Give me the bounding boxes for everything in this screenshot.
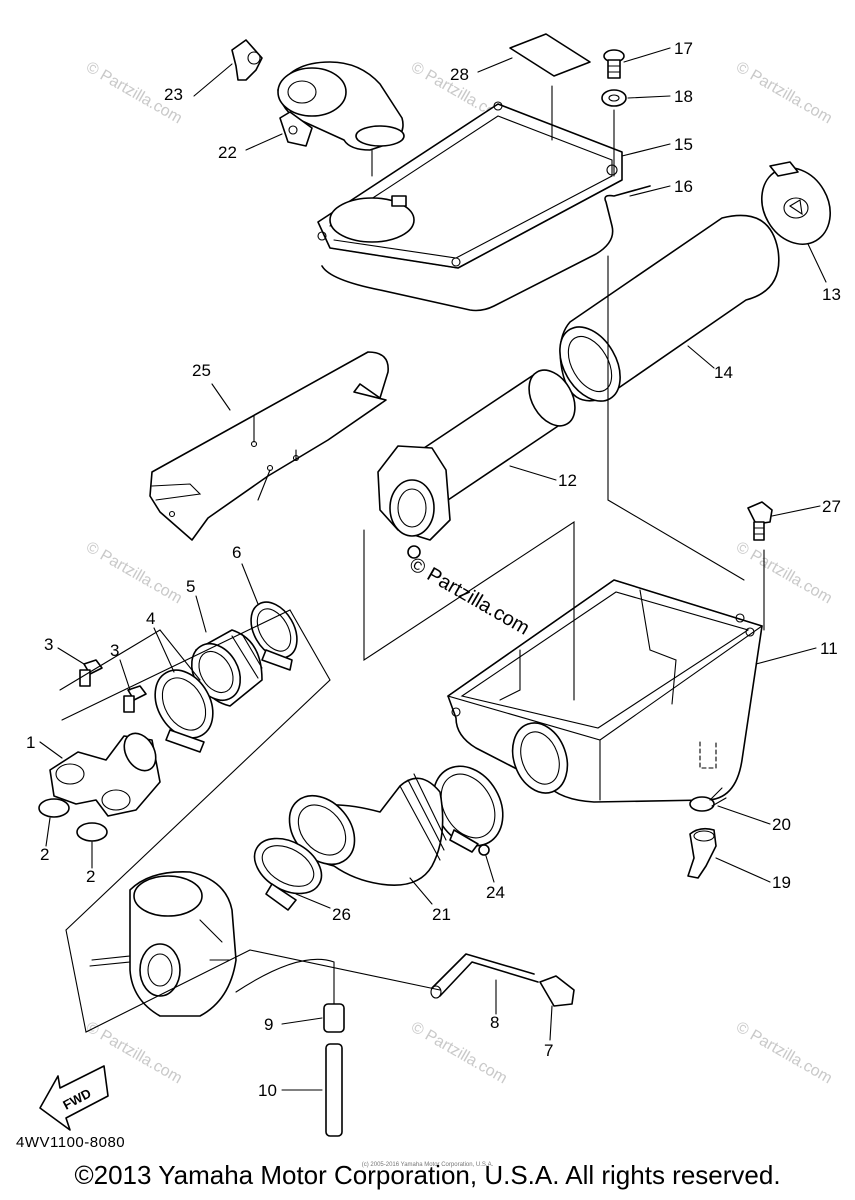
watermark: © Partzilla.com	[733, 1019, 835, 1088]
callout-19: 19	[772, 873, 791, 892]
vent-hose-8	[430, 953, 539, 999]
callout-5: 5	[186, 577, 195, 596]
callout-14: 14	[714, 363, 733, 382]
watermark: © Partzilla.com	[733, 59, 835, 128]
callout-numbers: 23 22 28 17 18 15 16 13 14 12 25 27 11 2…	[26, 39, 841, 1100]
callout-25: 25	[192, 361, 211, 380]
carburetor	[89, 871, 237, 1017]
callout-9: 9	[264, 1015, 273, 1034]
diagram-code: 4WV1100-8080	[16, 1134, 126, 1151]
center-watermark: © Partzilla.com	[406, 553, 534, 639]
air-box-cover-15	[317, 101, 623, 269]
intake-duct-22	[277, 61, 405, 177]
carb-vent-line	[235, 958, 335, 1005]
callout-20: 20	[772, 815, 791, 834]
bolt-27	[747, 501, 773, 541]
callout-23: 23	[164, 85, 183, 104]
check-valve-7	[539, 975, 575, 1007]
assembly-outlines	[59, 85, 765, 1033]
callout-13: 13	[822, 285, 841, 304]
callout-3: 3	[44, 635, 53, 654]
label-sticker-28	[509, 33, 591, 77]
filter-tube-12	[377, 369, 576, 559]
callout-26: 26	[332, 905, 351, 924]
callout-11: 11	[820, 639, 838, 658]
callout-2: 2	[86, 867, 95, 886]
screw-3a	[79, 659, 103, 687]
callout-16: 16	[674, 177, 693, 196]
callout-24: 24	[486, 883, 505, 902]
washer-18	[601, 89, 627, 107]
copyright: ©2013 Yamaha Motor Corporation, U.S.A. A…	[74, 1160, 781, 1190]
fine-print: (c) 2005-2016 Yamaha Motor Corporation, …	[361, 1162, 494, 1168]
o-ring-2b	[76, 822, 108, 842]
callout-8: 8	[490, 1013, 499, 1032]
watermark: © Partzilla.com	[83, 539, 185, 608]
drain-plug-19	[687, 827, 717, 879]
watermark: © Partzilla.com	[733, 539, 835, 608]
callout-28: 28	[450, 65, 469, 84]
air-box-case-11	[446, 579, 764, 803]
joint-9	[323, 1003, 345, 1033]
callout-4: 4	[146, 609, 155, 628]
callout-3: 3	[110, 641, 119, 660]
joint-5	[190, 629, 263, 707]
intake-manifold-1	[49, 732, 161, 817]
fwd-arrow-icon: FWD	[39, 1065, 109, 1131]
hose-10	[325, 1043, 343, 1137]
breather-elbow-23	[231, 39, 263, 81]
screw-3b	[123, 685, 147, 713]
clamp-4	[154, 669, 214, 753]
callout-17: 17	[674, 39, 693, 58]
callout-21: 21	[432, 905, 451, 924]
callout-7: 7	[544, 1041, 553, 1060]
callout-6: 6	[232, 543, 241, 562]
clamp-6	[250, 601, 298, 671]
callout-27: 27	[822, 497, 841, 516]
screw-17	[603, 49, 625, 79]
callout-leaders	[39, 47, 827, 1091]
sheet-25	[149, 351, 389, 541]
air-filter-element-14	[559, 214, 780, 402]
clamp-24	[432, 765, 504, 856]
air-box-joint-21	[288, 773, 447, 886]
clip-20	[689, 787, 727, 812]
gasket-16	[321, 185, 651, 312]
callout-1: 1	[26, 733, 35, 752]
callout-22: 22	[218, 143, 237, 162]
o-ring-2a	[38, 798, 70, 818]
filter-end-cap-13	[761, 161, 831, 245]
clamp-26	[253, 837, 323, 911]
callout-18: 18	[674, 87, 693, 106]
callout-12: 12	[558, 471, 577, 490]
callout-2: 2	[40, 845, 49, 864]
callout-10: 10	[258, 1081, 277, 1100]
callout-15: 15	[674, 135, 693, 154]
